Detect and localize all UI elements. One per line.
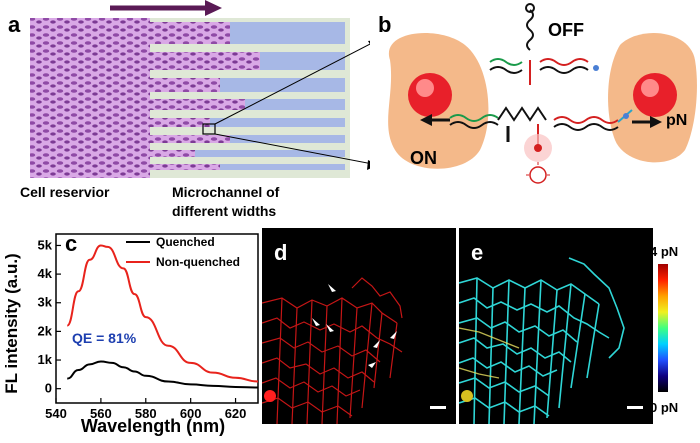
hairpin-off (489, 3, 589, 85)
series-line-quenched (67, 360, 259, 389)
flow-arrow-head (205, 0, 222, 16)
microchannel-caption-line1: Microchannel of (172, 184, 280, 200)
panel-letter-a: a (8, 12, 21, 37)
panel-e: e (458, 228, 653, 425)
plot-frame (55, 233, 259, 404)
microchannel-diagram (30, 0, 379, 178)
x-tick-label: 560 (90, 406, 112, 421)
panel-d-image (261, 277, 446, 425)
sensor-on (432, 106, 650, 145)
panel-d: d (261, 228, 456, 425)
zoom-line-top (214, 39, 379, 125)
legend-label: Non-quenched (156, 255, 240, 269)
scale-bar-e (627, 406, 643, 409)
panel-letter-e: e (471, 240, 484, 265)
colorbar (658, 264, 668, 392)
panel-letter-d: d (274, 240, 288, 265)
light-bulb-icon (529, 166, 547, 184)
panel-e-image (458, 257, 643, 425)
on-label: ON (410, 148, 437, 168)
arrow-markers (312, 284, 397, 368)
cell-reservoir-caption: Cell reservior (20, 184, 110, 200)
x-axis-label: Wavelength (nm) (81, 416, 225, 436)
y-tick-label: 5k (38, 237, 53, 252)
zoom-box (202, 123, 216, 135)
panel-letter-c: c (65, 231, 78, 256)
y-axis-label: FL intensity (a.u.) (2, 253, 21, 393)
x-tick-label: 620 (225, 406, 247, 421)
cell-reservoir (30, 18, 150, 178)
panel-a: a Cell reservior Microchannel of differe… (0, 0, 379, 225)
scale-bar-d (430, 406, 446, 409)
panel-letter-b: b (378, 12, 392, 37)
zoom-line-bottom (214, 133, 379, 166)
pn-label: pN (666, 112, 688, 129)
legend-label: Quenched (156, 235, 215, 249)
qe-annotation: QE = 81% (72, 330, 137, 346)
microchannels (150, 22, 345, 170)
off-label: OFF (548, 20, 584, 40)
microchannel-caption-line2: different widths (172, 203, 277, 219)
colorbar-max-label: 4 pN (650, 244, 679, 259)
x-tick-label: 600 (180, 406, 202, 421)
series-line-non-quenched (66, 244, 259, 383)
y-tick-label: 2k (38, 323, 53, 338)
x-tick-label: 580 (135, 406, 157, 421)
panel-b: b OFF ON pN (370, 0, 700, 225)
y-tick-label: 0 (45, 381, 52, 396)
x-tick-label: 540 (45, 406, 67, 421)
y-tick-label: 1k (38, 352, 53, 367)
y-tick-label: 3k (38, 295, 53, 310)
colorbar-min-label: 0 pN (650, 400, 679, 415)
y-tick-label: 4k (38, 266, 53, 281)
tension-sensor-diagram (388, 3, 697, 184)
